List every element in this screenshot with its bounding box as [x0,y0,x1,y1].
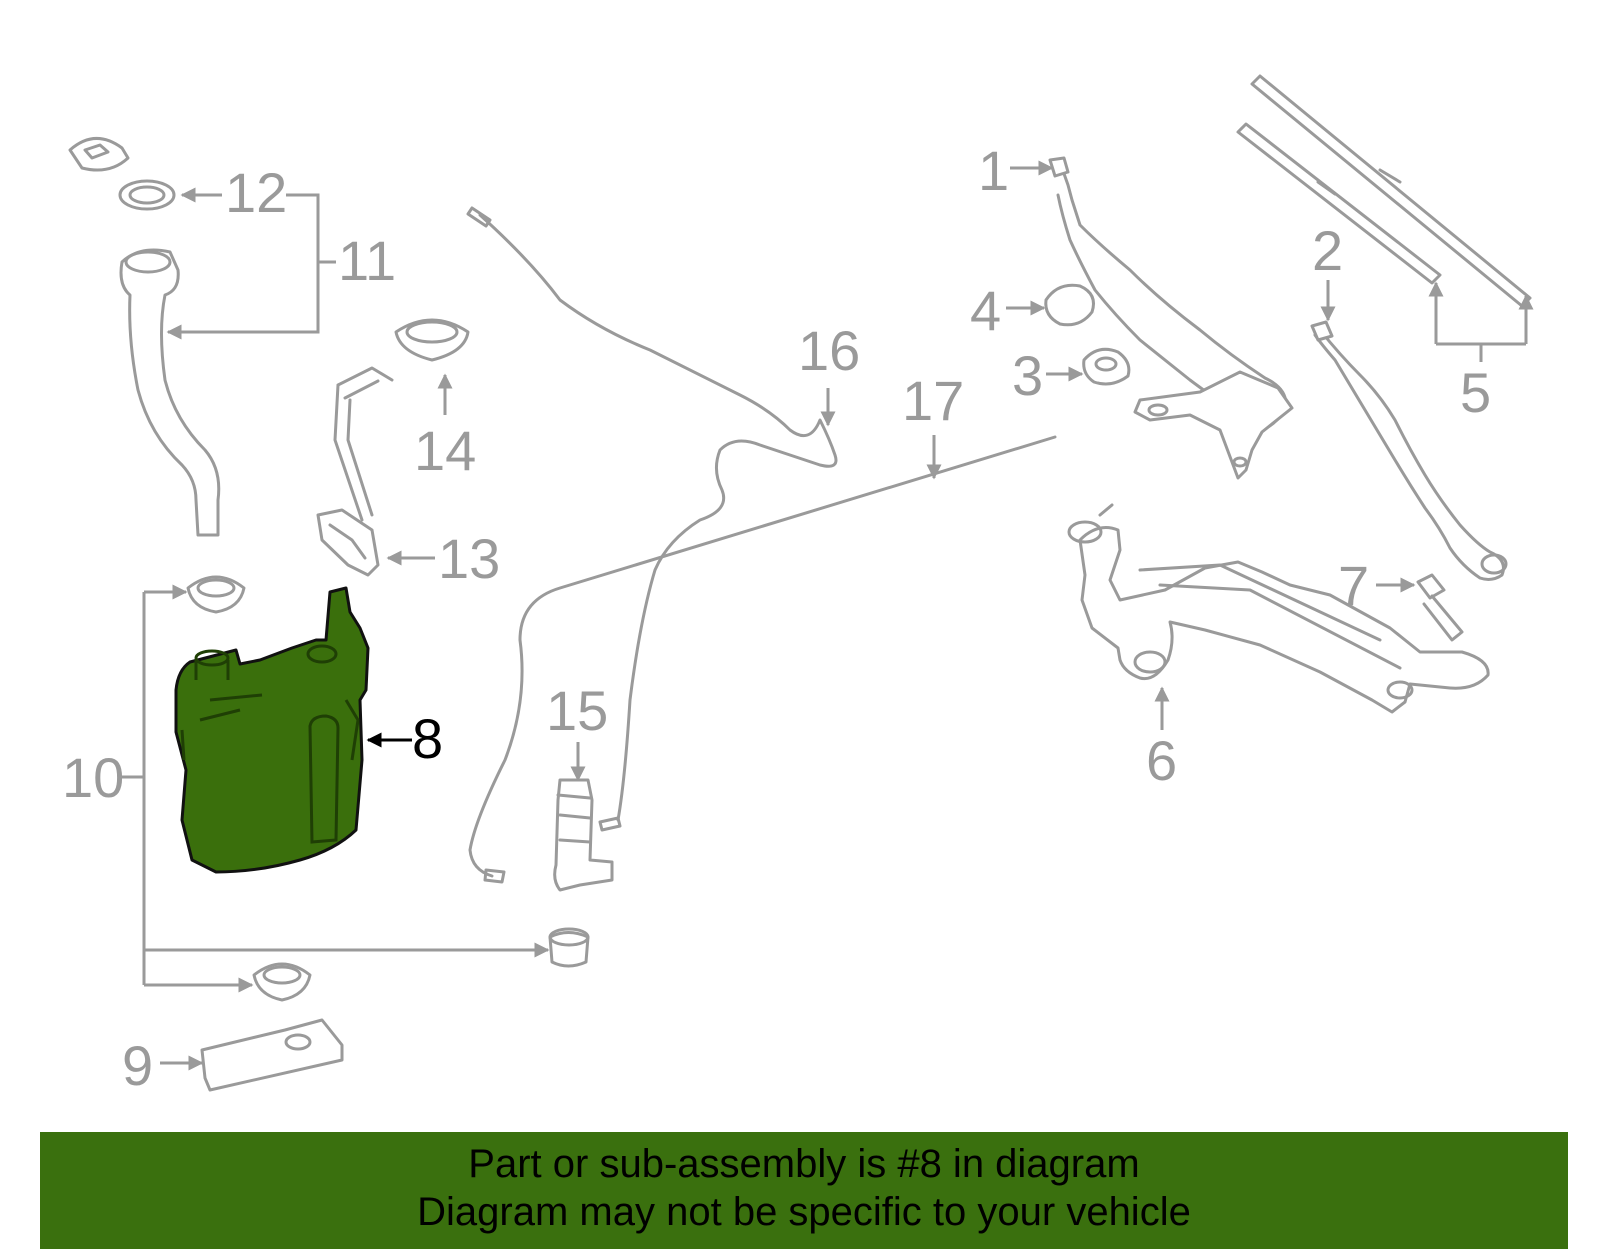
leader-10 [120,584,550,993]
callout-17: 17 [902,369,964,432]
callout-9: 9 [122,1034,153,1097]
wiper-arm-passenger-part[interactable] [1310,320,1508,581]
tank-bracket-part[interactable] [200,1018,344,1092]
callout-13: 13 [438,527,500,590]
callout-10: 10 [62,746,124,809]
leader-5 [1428,281,1534,362]
info-banner: Part or sub-assembly is #8 in diagram Di… [40,1132,1568,1249]
leader-11 [166,193,336,340]
mounting-bolt-part[interactable] [1416,573,1464,642]
callout-7: 7 [1338,554,1369,617]
callout-15: 15 [546,679,608,742]
callout-3: 3 [1012,344,1043,407]
tank-grommet-part[interactable] [186,575,246,614]
callout-1: 1 [978,139,1009,202]
filler-neck-part[interactable] [119,248,221,537]
tank-bushing-part[interactable] [548,927,590,968]
washer-pump-part[interactable] [553,778,614,892]
callout-6: 6 [1146,729,1177,792]
callout-14: 14 [414,419,476,482]
hose-bracket-part[interactable] [316,366,394,577]
callout-12: 12 [225,161,287,224]
callout-16: 16 [798,319,860,382]
arm-cap-part[interactable] [1044,283,1095,327]
callout-4: 4 [970,279,1001,342]
callout-8: 8 [412,707,443,770]
filler-cap-part[interactable] [68,137,176,211]
tank-grommet-lower-part[interactable] [252,962,312,1002]
wiper-blade-part[interactable] [1236,74,1532,308]
washer-hose-part[interactable] [468,435,1057,884]
banner-line-2: Diagram may not be specific to your vehi… [417,1190,1191,1234]
callout-5: 5 [1460,361,1491,424]
wiring-harness-part[interactable] [466,206,838,832]
wiper-linkage-motor-part[interactable] [1067,503,1490,714]
callout-2: 2 [1312,219,1343,282]
arm-nut-part[interactable] [1082,347,1131,386]
callout-11: 11 [338,229,396,292]
banner-line-1: Part or sub-assembly is #8 in diagram [468,1142,1140,1186]
washer-reservoir-part[interactable] [174,586,370,874]
grommet-part[interactable] [394,318,470,362]
